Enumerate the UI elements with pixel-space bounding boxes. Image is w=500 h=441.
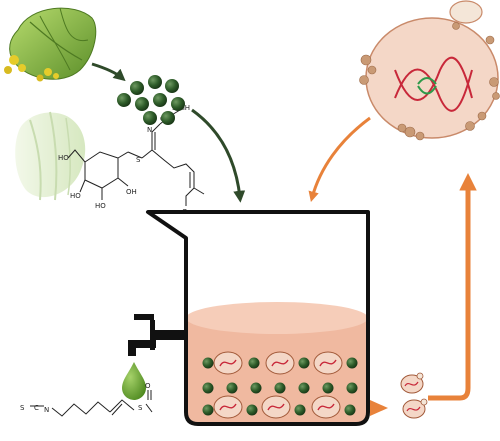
broccoli-plant-icon bbox=[4, 7, 97, 82]
immobilized-cell bbox=[313, 351, 343, 375]
tap-faucet-icon bbox=[128, 314, 186, 356]
label-s-sulfoxide: S bbox=[138, 404, 143, 412]
product-drop-icon bbox=[122, 362, 146, 400]
immobilized-cell bbox=[213, 395, 243, 419]
immobilized-cell bbox=[311, 395, 341, 419]
sulforaphane-structure bbox=[30, 390, 153, 417]
label-oh-1: OH bbox=[126, 188, 137, 196]
label-n-iso: N bbox=[44, 406, 49, 414]
arrow-plant-to-beads bbox=[91, 62, 126, 82]
recombinant-yeast-cell-icon bbox=[359, 0, 500, 141]
arrow-yeast-to-beaker bbox=[308, 116, 371, 203]
label-o-sulfoxide: O bbox=[145, 382, 151, 390]
label-s-iso: S bbox=[20, 404, 25, 412]
immobilized-cell bbox=[265, 351, 295, 375]
cabbage-plant-icon bbox=[15, 111, 86, 201]
glucosinolate-structure bbox=[67, 109, 205, 206]
dna-helix-icon bbox=[394, 56, 473, 112]
sulforaphane-labels: S C N S O bbox=[20, 382, 151, 414]
immobilized-cell bbox=[213, 351, 243, 375]
label-n-1: N bbox=[147, 126, 152, 134]
reactor-contents bbox=[202, 351, 358, 419]
label-c-iso: C bbox=[34, 404, 39, 412]
label-ho-2: HO bbox=[70, 192, 81, 200]
arrow-recycle-up bbox=[428, 173, 477, 401]
immobilized-cell bbox=[261, 395, 291, 419]
released-cells bbox=[400, 372, 428, 419]
arrow-beads-to-beaker bbox=[191, 108, 246, 203]
immobilized-beads-icon bbox=[117, 75, 185, 125]
label-ho-1: HO bbox=[58, 154, 69, 162]
label-s-1: S bbox=[136, 156, 141, 164]
label-ho-3: HO bbox=[95, 202, 106, 210]
